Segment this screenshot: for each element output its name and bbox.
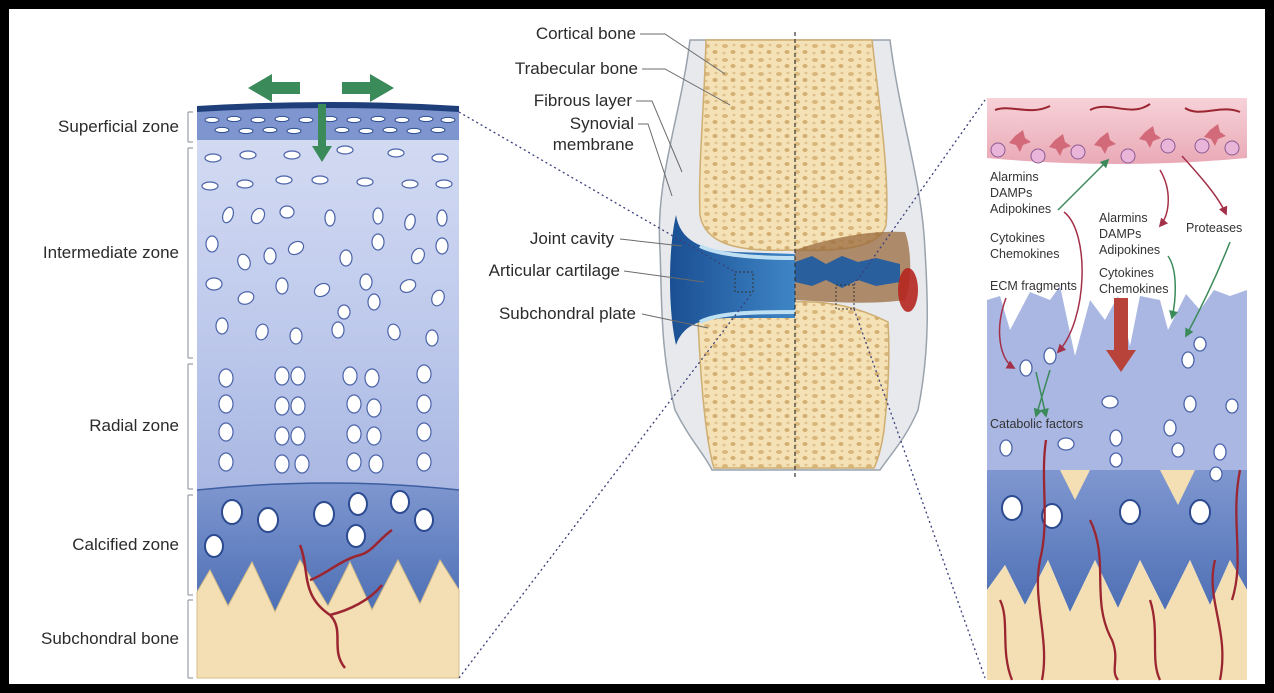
label-catabolic-factors: Catabolic factors [990,417,1083,431]
zone-label-intermediate: Intermediate zone [43,243,179,262]
cartilage-zones-panel: Superficial zone Intermediate zone Radia… [41,74,459,678]
label-membrane: membrane [553,135,634,154]
label-trabecular-bone: Trabecular bone [515,59,638,78]
zone-labels: Superficial zone Intermediate zone Radia… [41,117,179,648]
label-cortical-bone: Cortical bone [536,24,636,43]
label-subchondral-plate: Subchondral plate [499,304,636,323]
label-joint-cavity: Joint cavity [530,229,615,248]
damaged-calcified [987,470,1247,612]
label-fibrous-layer: Fibrous layer [534,91,633,110]
label-adipokines-b: Adipokines [1099,243,1160,257]
label-alarmins-a: Alarmins [990,170,1039,184]
label-damps-b: DAMPs [1099,227,1141,241]
zone-label-superficial: Superficial zone [58,117,179,136]
anatomy-labels: Cortical bone Trabecular bone Fibrous la… [489,24,638,323]
inflamed-synovium [898,268,918,312]
label-adipokines-a: Adipokines [990,202,1051,216]
label-articular-cartilage: Articular cartilage [489,261,620,280]
label-synovial: Synovial [570,114,634,133]
label-proteases: Proteases [1186,221,1242,235]
osteoarthritis-panel: Alarmins DAMPs Adipokines Cytokines Chem… [987,98,1247,680]
label-ecm-fragments: ECM fragments [990,279,1077,293]
label-alarmins-b: Alarmins [1099,211,1148,225]
label-cytokines-b: Cytokines [1099,266,1154,280]
label-chemokines-a: Chemokines [990,247,1059,261]
zone-label-calcified: Calcified zone [72,535,179,554]
knee-joint-illustration: Cortical bone Trabecular bone Fibrous la… [489,24,928,478]
zone-label-subchondral: Subchondral bone [41,629,179,648]
zone-bracket [188,112,193,678]
zone-label-radial: Radial zone [89,416,179,435]
label-cytokines-a: Cytokines [990,231,1045,245]
label-damps-a: DAMPs [990,186,1032,200]
femur-bone [700,40,887,250]
label-chemokines-b: Chemokines [1099,282,1168,296]
